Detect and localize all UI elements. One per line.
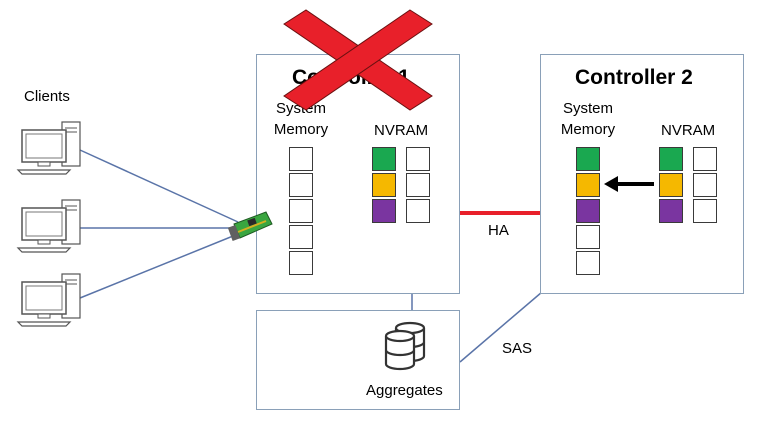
nvram-cell	[693, 173, 717, 197]
ha-label: HA	[488, 222, 509, 239]
aggregates-box	[256, 310, 460, 410]
sas-label: SAS	[502, 340, 533, 357]
nvram-cell	[406, 199, 430, 223]
memory-cell	[289, 147, 313, 171]
nvram-cell	[693, 147, 717, 171]
nvram-cell	[406, 173, 430, 197]
controller-2-nvram-label: NVRAM	[661, 122, 716, 139]
client1-link	[79, 149, 239, 223]
arrow-left-icon	[604, 176, 654, 192]
memory-cell	[289, 225, 313, 249]
memory-cell	[289, 199, 313, 223]
memory-cell	[289, 251, 313, 275]
computer-icon	[16, 121, 81, 175]
aggregates-label: Aggregates	[366, 382, 443, 399]
memory-cell	[576, 225, 600, 249]
cross-icon	[283, 9, 433, 111]
database-icon	[384, 321, 426, 371]
nvram-cell-green	[372, 147, 396, 171]
nvram-cell-purple	[659, 199, 683, 223]
memory-cell-green	[576, 147, 600, 171]
nvram-cell-orange	[659, 173, 683, 197]
controller-2-system-memory-label: System Memory	[560, 100, 616, 138]
client3-link	[79, 233, 239, 299]
nvram-cell	[693, 199, 717, 223]
nvram-cell-orange	[372, 173, 396, 197]
network-card-icon	[227, 211, 273, 241]
nvram-cell	[406, 147, 430, 171]
memory-cell-orange	[576, 173, 600, 197]
computer-icon	[16, 199, 81, 253]
nvram-cell-green	[659, 147, 683, 171]
controller-2-title: Controller 2	[575, 66, 693, 89]
sas-link	[459, 291, 543, 363]
computer-icon	[16, 273, 81, 327]
nvram-cell-purple	[372, 199, 396, 223]
memory-cell	[289, 173, 313, 197]
clients-label: Clients	[24, 88, 70, 105]
memory-cell-purple	[576, 199, 600, 223]
controller-1-nvram-label: NVRAM	[374, 122, 429, 139]
memory-cell	[576, 251, 600, 275]
